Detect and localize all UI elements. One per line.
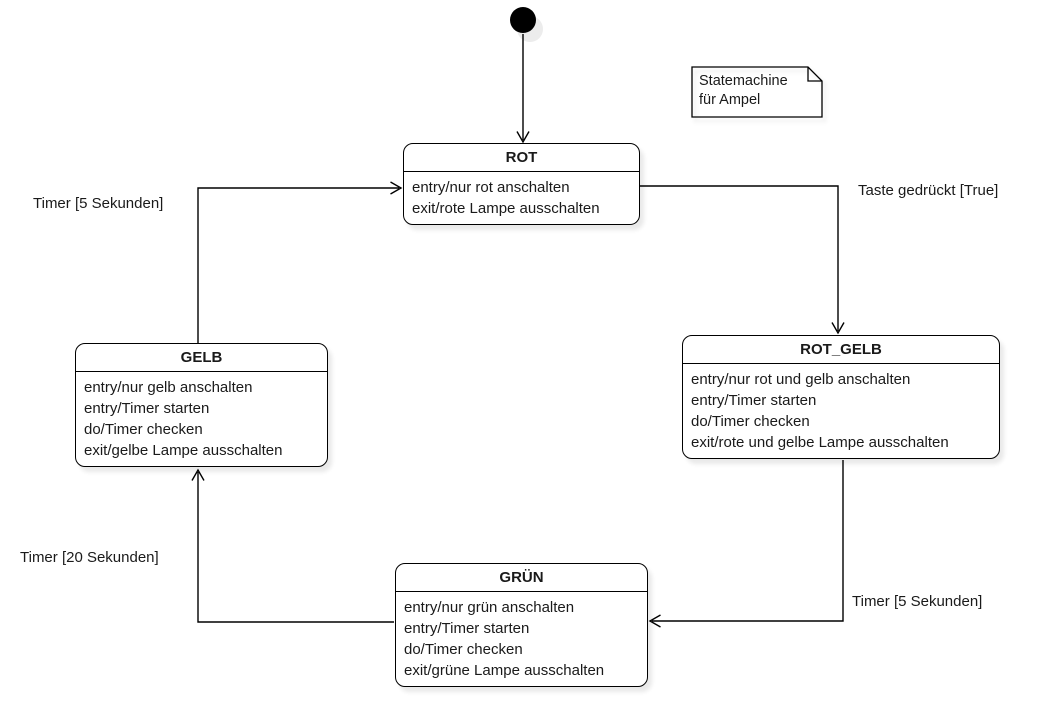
initial-state-dot — [510, 7, 543, 42]
state-action: entry/nur rot und gelb anschalten — [691, 371, 911, 388]
state-action: exit/rote Lampe ausschalten — [412, 200, 600, 217]
state-action: entry/Timer starten — [404, 620, 530, 637]
state-rot-gelb: ROT_GELB entry/nur rot und gelb anschalt… — [682, 335, 1000, 459]
state-action: entry/nur gelb anschalten — [84, 379, 253, 396]
state-action: exit/gelbe Lampe ausschalten — [84, 442, 283, 459]
transition-label-gruen-to-gelb: Timer [20 Sekunden] — [20, 549, 159, 566]
state-action: do/Timer checken — [84, 421, 203, 438]
state-gelb: GELB entry/nur gelb anschalten entry/Tim… — [75, 343, 328, 467]
transition-label-rot-gelb-to-gruen: Timer [5 Sekunden] — [852, 593, 983, 610]
note-line-1: Statemachine — [699, 73, 788, 89]
state-action: entry/Timer starten — [84, 400, 210, 417]
state-action: do/Timer checken — [404, 641, 523, 658]
state-action: entry/nur grün anschalten — [404, 599, 575, 616]
state-action: exit/rote und gelbe Lampe ausschalten — [691, 434, 949, 451]
note-fold-corner — [807, 67, 822, 82]
edge-initial-to-rot — [516, 34, 530, 144]
transition-label-rot-to-rot-gelb: Taste gedrückt [True] — [858, 182, 999, 199]
state-action: entry/nur rot anschalten — [412, 179, 570, 196]
state-gruen-body: entry/nur grün anschalten entry/Timer st… — [396, 592, 647, 686]
state-gruen: GRÜN entry/nur grün anschalten entry/Tim… — [395, 563, 648, 687]
state-action: exit/grüne Lampe ausschalten — [404, 662, 605, 679]
state-gruen-title: GRÜN — [396, 564, 647, 592]
edge-rot-gelb-to-gruen — [648, 460, 844, 628]
initial-state-circle — [510, 7, 536, 33]
state-rot-title: ROT — [404, 144, 639, 172]
edge-rot-to-rot-gelb — [640, 185, 845, 335]
transition-label-gelb-to-rot: Timer [5 Sekunden] — [33, 195, 164, 212]
state-rot-gelb-title: ROT_GELB — [683, 336, 999, 364]
state-action: do/Timer checken — [691, 413, 810, 430]
note: Statemachine für Ampel — [692, 67, 815, 110]
state-gelb-body: entry/nur gelb anschalten entry/Timer st… — [76, 372, 327, 466]
state-rot: ROT entry/nur rot anschalten exit/rote L… — [403, 143, 640, 225]
note-shape — [691, 66, 823, 118]
note-line-2: für Ampel — [699, 92, 761, 108]
state-rot-gelb-body: entry/nur rot und gelb anschalten entry/… — [683, 364, 999, 458]
edge-gruen-to-gelb — [191, 468, 394, 623]
edge-gelb-to-rot — [197, 181, 403, 343]
state-gelb-title: GELB — [76, 344, 327, 372]
state-action: entry/Timer starten — [691, 392, 817, 409]
state-rot-body: entry/nur rot anschalten exit/rote Lampe… — [404, 172, 639, 224]
